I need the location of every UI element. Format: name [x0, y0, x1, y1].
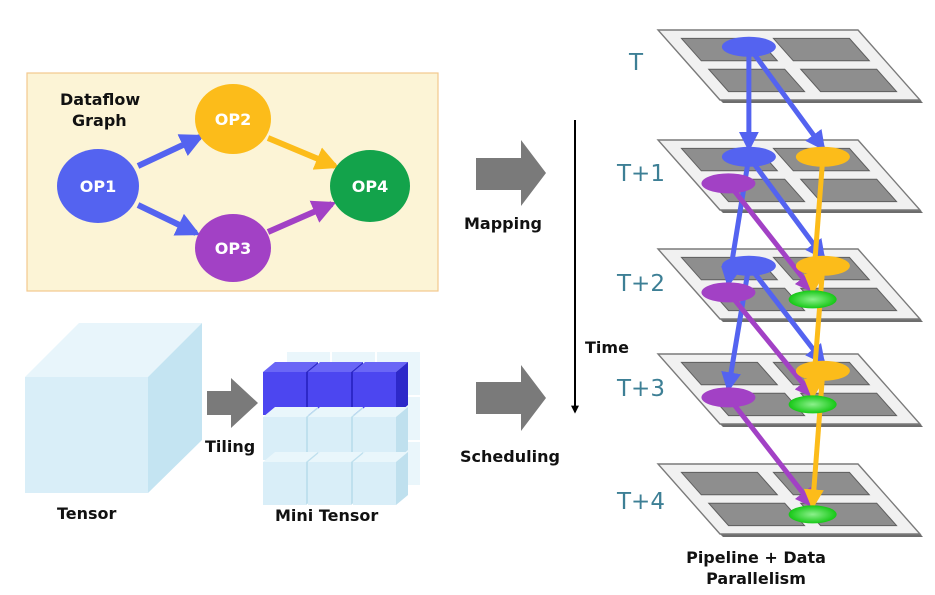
op2-dot	[795, 360, 850, 381]
svg-text:OP4: OP4	[352, 177, 388, 196]
mini-cube	[353, 452, 408, 505]
time-step-t0: T	[628, 50, 644, 76]
pipeline-arrow	[726, 181, 816, 294]
time-layer	[656, 29, 923, 103]
pipeline-arrow	[746, 155, 826, 261]
svg-text:OP3: OP3	[215, 239, 251, 258]
time-step-t2: T+2	[616, 271, 665, 297]
edge-op3-op4	[266, 200, 337, 235]
node-op2: OP2	[195, 84, 271, 154]
pipeline-label-line1: Pipeline + Data	[686, 548, 826, 567]
op3-dot	[701, 282, 756, 303]
pipeline-arrow	[746, 45, 826, 152]
dataflow-title-line2: Graph	[72, 111, 127, 130]
op1-dot	[721, 146, 776, 167]
pipeline-arrow	[746, 264, 826, 365]
time-layer	[656, 139, 923, 213]
pipeline-arrow	[726, 290, 816, 399]
tensor-label: Tensor	[57, 504, 117, 523]
node-op1: OP1	[57, 149, 139, 223]
op3-dot	[701, 173, 756, 194]
dataflow-title-line1: Dataflow	[60, 90, 140, 109]
mapping-arrow-icon	[476, 140, 546, 206]
time-label: Time	[585, 338, 629, 357]
svg-text:OP2: OP2	[215, 110, 251, 129]
scheduling-arrow-icon	[476, 365, 546, 431]
op3-dot	[701, 387, 756, 408]
op1-dot	[721, 36, 776, 57]
mini-tensor-grid	[263, 352, 420, 505]
svg-text:OP1: OP1	[80, 177, 116, 196]
pipeline-arrow	[726, 395, 816, 509]
time-step-t3: T+3	[616, 376, 665, 402]
time-layer	[656, 463, 923, 537]
op4-dot	[788, 290, 837, 309]
op4-dot	[788, 505, 837, 524]
time-step-t4: T+4	[616, 489, 665, 515]
edge-op2-op4	[266, 135, 340, 170]
node-op3: OP3	[195, 214, 271, 282]
op2-dot	[795, 255, 850, 276]
pipeline-arrow	[803, 370, 826, 510]
time-step-t1: T+1	[616, 161, 665, 187]
tiling-arrow-icon	[207, 378, 258, 428]
node-op4: OP4	[330, 150, 410, 222]
pipeline-label-line2: Parallelism	[706, 569, 806, 588]
operator-dots	[701, 36, 850, 524]
edge-op1-op3	[136, 202, 201, 236]
op1-dot	[721, 255, 776, 276]
scheduling-label: Scheduling	[460, 447, 560, 466]
edge-op1-op2	[136, 134, 205, 169]
op4-dot	[788, 395, 837, 414]
op2-dot	[795, 146, 850, 167]
mini-tensor-label: Mini Tensor	[275, 506, 378, 525]
dataflow-graph: Dataflow Graph OP1 OP2 OP3 OP4	[26, 72, 439, 292]
tiling-label: Tiling	[205, 437, 255, 456]
mapping-label: Mapping	[464, 214, 542, 233]
tensor-cube	[25, 323, 202, 493]
